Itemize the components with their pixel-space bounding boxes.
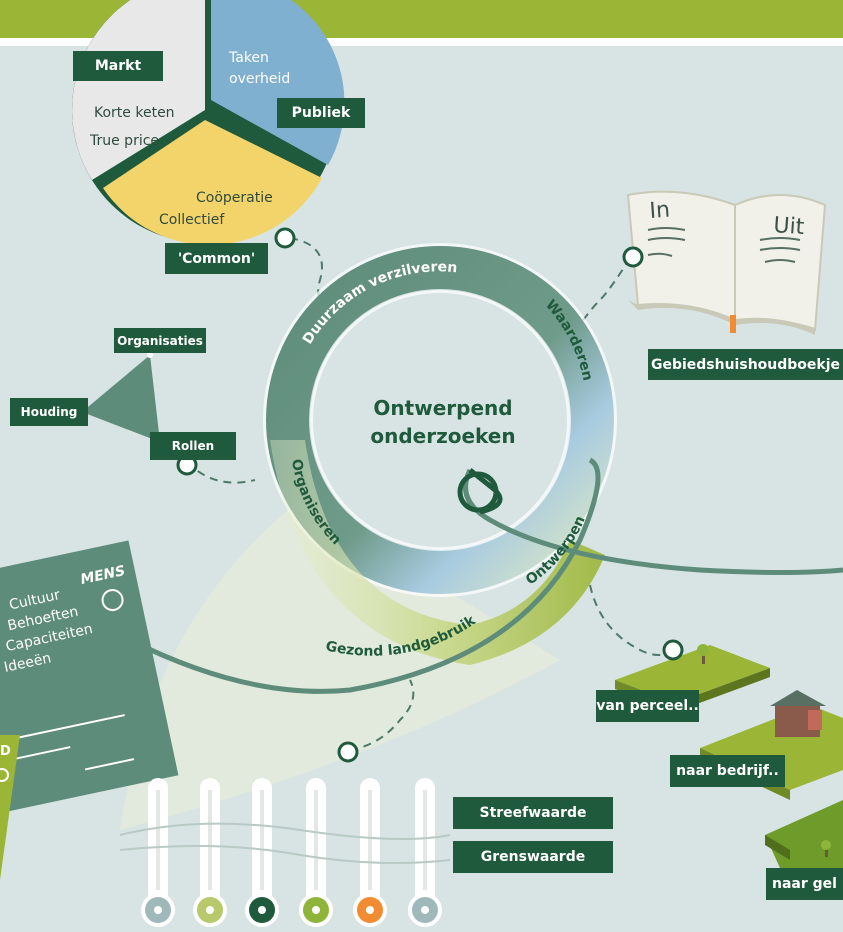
water-drop-icon-glyph — [154, 906, 162, 914]
pie-slice-markt — [72, 0, 205, 180]
thermometer-bore — [260, 790, 264, 890]
markt-item-true-price: True price — [90, 133, 160, 149]
book-uit-text: Uit — [773, 213, 806, 240]
top-banner-stripe — [0, 38, 843, 46]
spiral-tail-lower — [128, 457, 601, 694]
partial-card-letter: D — [0, 744, 11, 759]
markt-item-korte-keten: Korte keten — [94, 105, 175, 121]
thermometer-bore — [314, 790, 318, 890]
center-title-line1: Ontwerpend — [373, 396, 512, 420]
connector-circle-book — [622, 246, 644, 268]
connector-circle-thermo — [337, 741, 359, 763]
naar-bedrijf-label: naar bedrijf.. — [670, 755, 785, 787]
van-perceel-label: van perceel.. — [596, 690, 699, 722]
book-illustration — [626, 190, 827, 335]
taken-overheid-line1: Taken — [229, 50, 269, 66]
connector-circle-common — [274, 227, 296, 249]
center-title-line2: onderzoeken — [370, 424, 515, 448]
streef-line — [119, 822, 451, 840]
gebiedshuishoudboekje-label: Gebiedshuishoudboekje — [648, 349, 843, 380]
plant-hand-icon-glyph — [366, 906, 374, 914]
rollen-label: Rollen — [150, 432, 236, 460]
taken-overheid-line2: overheid — [229, 71, 291, 87]
spiral-ring — [263, 243, 617, 665]
connector-circles — [176, 227, 684, 763]
book-in-text: In — [649, 198, 671, 224]
naar-gebied-label: naar gel — [766, 868, 843, 900]
grens-line — [119, 845, 451, 865]
thermometer-icons — [141, 893, 442, 927]
thermometer-bore — [423, 790, 427, 890]
cooperatie-text: Coöperatie — [196, 190, 273, 206]
recycle-icon-glyph — [206, 906, 214, 914]
connector-circle-perceel — [662, 639, 684, 661]
houding-label: Houding — [10, 398, 88, 426]
publiek-label: Publiek — [277, 98, 365, 128]
streefwaarde-label: Streefwaarde — [453, 797, 613, 829]
common-label: 'Common' — [165, 243, 268, 274]
grenswaarde-label: Grenswaarde — [453, 841, 613, 873]
markt-label: Markt — [73, 51, 163, 81]
background-sweep — [120, 500, 560, 830]
spiral-loop-circle — [457, 471, 499, 513]
pie-slice-common — [103, 120, 322, 245]
tree-icon-glyph — [312, 906, 320, 914]
plot-gebied — [765, 800, 843, 890]
thermometer-bore — [156, 790, 160, 890]
spiral-tail-right — [463, 468, 843, 575]
organisaties-label: Organisaties — [114, 328, 206, 353]
partial-card: D — [0, 735, 20, 880]
people-icon-glyph — [421, 906, 429, 914]
people-icon — [101, 589, 124, 612]
collectief-text: Collectief — [159, 212, 225, 228]
co2-icon-glyph — [258, 906, 266, 914]
mens-card: MENS Cultuur Behoeften Capaciteiten Idee… — [0, 540, 179, 813]
thermometer-group — [148, 778, 435, 906]
thermometer-bore — [368, 790, 372, 890]
thermometer-bore — [208, 790, 212, 890]
